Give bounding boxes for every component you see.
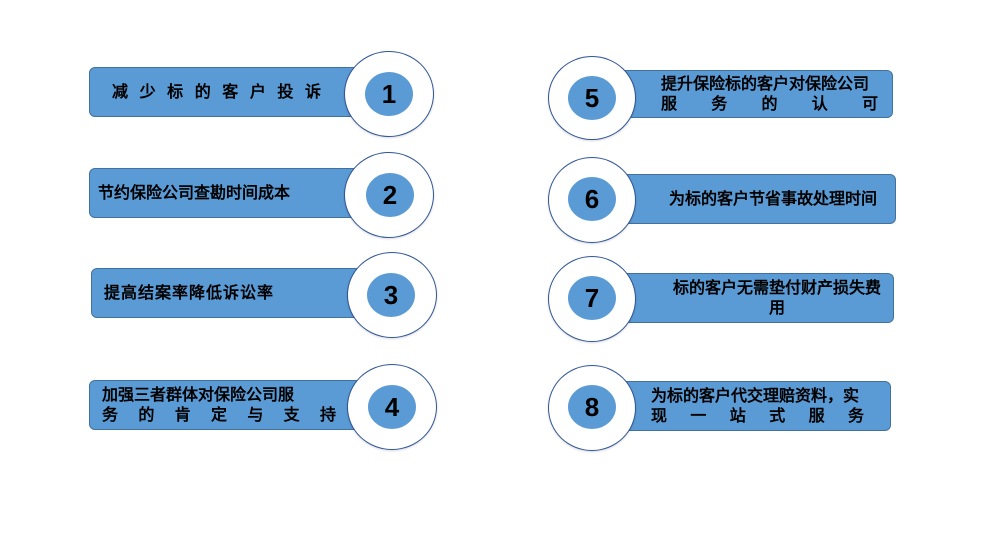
item-6-text-line-1: 为标的客户节省事故处理时间: [669, 189, 878, 208]
item-8-number: 8: [568, 385, 616, 429]
item-3-text-line-1: 提高结案率降低诉讼率: [104, 283, 275, 302]
item-1-number: 1: [365, 72, 413, 116]
item-1-bar: 减 少 标 的 客 户 投 诉: [89, 67, 369, 117]
item-8-text-line-2: 现 一 站 式 服 务: [651, 406, 864, 425]
item-1-ring: [344, 51, 434, 137]
item-2-text-line-1: 节约保险公司查勘时间成本: [98, 183, 291, 202]
item-8-bar: 为标的客户代交理赔资料，实 现 一 站 式 服 务: [600, 381, 891, 431]
item-2-number: 2: [366, 173, 414, 217]
item-4-text-line-2: 务 的 肯 定 与 支 持: [102, 405, 336, 424]
item-5-number: 5: [568, 76, 616, 120]
item-5-bar: 提升保险标的客户对保险公司 服 务 的 认 可: [600, 70, 893, 118]
item-4-number: 4: [368, 385, 416, 429]
item-7-text-line-1: 标的客户无需垫付财产损失费: [673, 278, 882, 297]
item-7-bar: 标的客户无需垫付财产损失费 用: [600, 273, 894, 323]
item-1-text-line-1: 减 少 标 的 客 户 投 诉: [112, 82, 324, 101]
item-3-number: 3: [367, 273, 415, 317]
item-3-bar: 提高结案率降低诉讼率: [91, 268, 371, 318]
item-7-text-line-2: 用: [769, 298, 786, 317]
item-5-text-line-2: 服 务 的 认 可: [661, 94, 878, 113]
item-2-bar: 节约保险公司查勘时间成本: [89, 168, 369, 218]
item-4-bar: 加强三者群体对保险公司服 务 的 肯 定 与 支 持: [89, 380, 369, 430]
item-4-text-line-1: 加强三者群体对保险公司服: [102, 385, 295, 404]
item-6-number: 6: [568, 177, 616, 221]
item-5-text-line-1: 提升保险标的客户对保险公司: [661, 74, 870, 93]
item-2-ring: [344, 152, 434, 238]
item-7-number: 7: [568, 276, 616, 320]
item-6-bar: 为标的客户节省事故处理时间: [600, 174, 896, 224]
item-8-text-line-1: 为标的客户代交理赔资料，实: [651, 386, 860, 405]
